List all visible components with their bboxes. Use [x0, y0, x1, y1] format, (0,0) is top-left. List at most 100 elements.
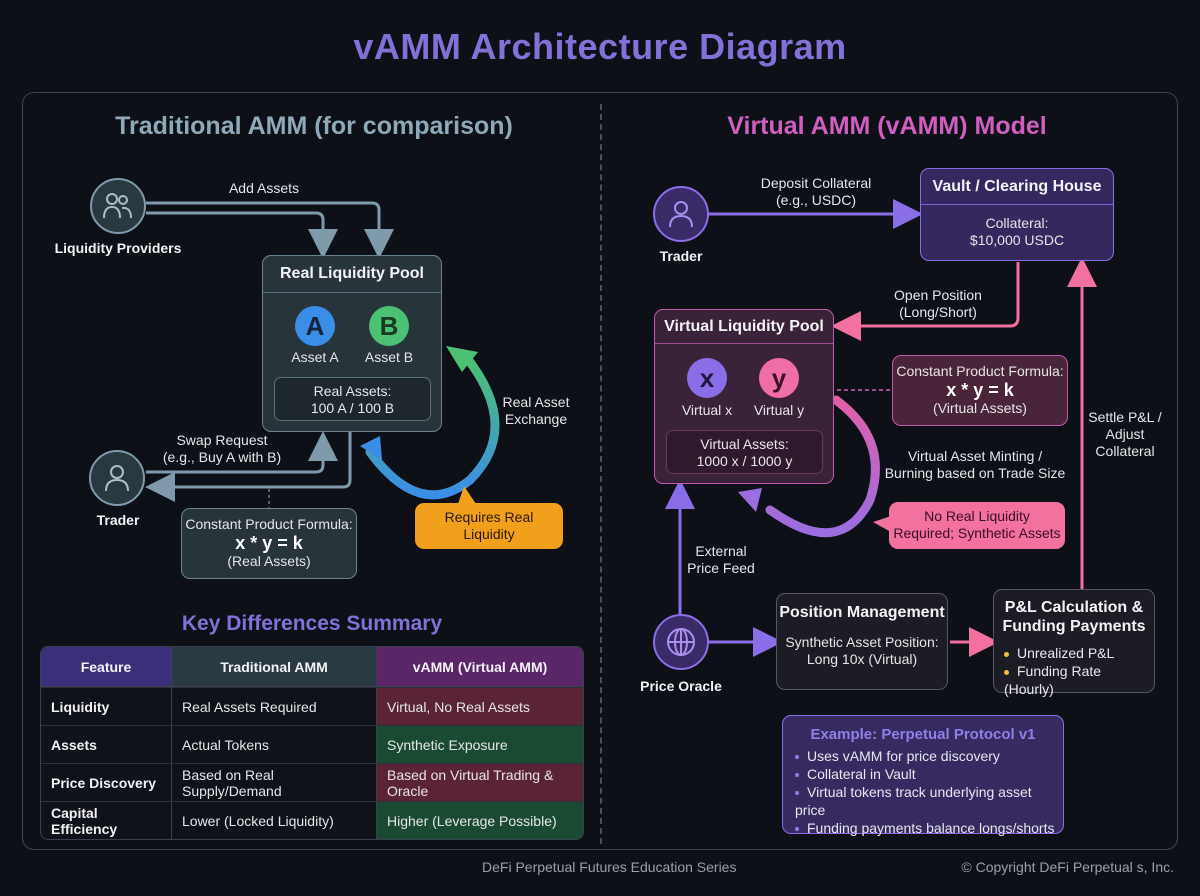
- header-feature: Feature: [41, 647, 171, 687]
- price-oracle-label: Price Oracle: [640, 678, 722, 694]
- mint-arrowhead: [738, 488, 762, 512]
- feature-cell: Capital Efficiency: [41, 801, 171, 839]
- vamm-cell: Higher (Leverage Possible): [376, 801, 583, 839]
- virtual-liquidity-pool[interactable]: Virtual Liquidity Pool x y Virtual x Vir…: [654, 309, 834, 484]
- example-item: Virtual tokens track underlying asset pr…: [795, 784, 1032, 818]
- feature-cell: Assets: [41, 725, 171, 763]
- table-row: Capital Efficiency Lower (Locked Liquidi…: [41, 801, 583, 839]
- virtual-reserves: Virtual Assets: 1000 x / 1000 y: [666, 430, 823, 474]
- table-row: Price Discovery Based on Real Supply/Dem…: [41, 763, 583, 801]
- mint-burn-arrow: [765, 395, 880, 538]
- real-reserves-value: 100 A / 100 B: [310, 400, 395, 416]
- real-asset-exchange-arrow: [365, 357, 500, 500]
- bullet-icon: [795, 755, 799, 760]
- bullet-icon: [795, 791, 799, 796]
- pnl-items: Unrealized P&L Funding Rate (Hourly): [1004, 644, 1154, 698]
- header-vamm: vAMM (Virtual AMM): [376, 647, 583, 687]
- position-detail-heading: Synthetic Asset Position:: [785, 634, 939, 650]
- vault-clearing-house[interactable]: Vault / Clearing House Collateral: $10,0…: [920, 168, 1114, 261]
- pnl-item: Unrealized P&L: [1004, 644, 1154, 662]
- traditional-cell: Real Assets Required: [171, 687, 376, 725]
- position-management-box[interactable]: Position Management Synthetic Asset Posi…: [776, 593, 948, 690]
- settle-pnl-label: Settle P&L / Adjust Collateral: [1088, 409, 1162, 459]
- table-header-row: Feature Traditional AMM vAMM (Virtual AM…: [41, 647, 583, 687]
- traditional-trader-label: Trader: [96, 512, 140, 528]
- pnl-funding-box[interactable]: P&L Calculation & Funding Payments Unrea…: [993, 589, 1155, 697]
- table-row: Liquidity Real Assets Required Virtual, …: [41, 687, 583, 725]
- real-pool-title: Real Liquidity Pool: [263, 256, 441, 293]
- bullet-icon: [795, 827, 799, 832]
- vault-title: Vault / Clearing House: [921, 169, 1113, 205]
- diagram-title: vAMM Architecture Diagram: [353, 26, 847, 67]
- virtual-reserves-value: 1000 x / 1000 y: [696, 453, 793, 469]
- globe-icon: [667, 628, 695, 656]
- callout-pointer-pink: [873, 516, 891, 532]
- user-icon: [669, 201, 693, 228]
- minting-burning-label: Virtual Asset Minting / Burning based on…: [884, 448, 1066, 481]
- real-formula-equation: x * y = k: [235, 533, 303, 553]
- feature-cell: Price Discovery: [41, 763, 171, 801]
- deposit-collateral-label: Deposit Collateral (e.g., USDC): [760, 175, 872, 208]
- real-liquidity-pool[interactable]: Real Liquidity Pool A B Asset A Asset B …: [262, 255, 442, 432]
- position-detail-value: Long 10x (Virtual): [806, 651, 918, 667]
- vault-collateral-heading: Collateral:: [985, 215, 1049, 231]
- virtual-formula-equation: x * y = k: [946, 380, 1014, 400]
- bullet-icon: [1004, 669, 1009, 675]
- virtual-pool-title: Virtual Liquidity Pool: [655, 310, 833, 344]
- exchange-arrowhead-blue: [360, 436, 382, 460]
- price-oracle-node[interactable]: [653, 614, 709, 670]
- diagram-frame: [22, 92, 1178, 850]
- bullet-icon: [795, 773, 799, 778]
- swap-arrows: [145, 431, 352, 510]
- virtual-section-title: Virtual AMM (vAMM) Model: [727, 112, 1047, 140]
- differences-table: Feature Traditional AMM vAMM (Virtual AM…: [40, 646, 584, 840]
- open-position-label: Open Position (Long/Short): [894, 287, 982, 320]
- example-item: Uses vAMM for price discovery: [795, 747, 1063, 765]
- liquidity-providers-label: Liquidity Providers: [54, 240, 182, 256]
- requires-real-liquidity-callout: Requires Real Liquidity: [415, 503, 563, 549]
- token-x: x: [687, 358, 727, 398]
- asset-a-label: Asset A: [291, 349, 339, 365]
- liquidity-providers-node[interactable]: [90, 178, 146, 234]
- example-box: Example: Perpetual Protocol v1 Uses vAMM…: [782, 715, 1064, 837]
- header-traditional: Traditional AMM: [171, 647, 376, 687]
- example-item: Funding payments balance longs/shorts: [795, 819, 1063, 837]
- virtual-reserves-heading: Virtual Assets:: [700, 436, 789, 452]
- traditional-cell: Lower (Locked Liquidity): [171, 801, 376, 839]
- asset-b-token: B: [369, 306, 409, 346]
- no-real-liquidity-callout: No Real Liquidity Required; Synthetic As…: [889, 502, 1065, 549]
- real-reserves: Real Assets: 100 A / 100 B: [274, 377, 431, 421]
- users-icon: [103, 193, 132, 219]
- vamm-cell: Virtual, No Real Assets: [376, 687, 583, 725]
- token-y-label: Virtual y: [753, 402, 805, 418]
- real-asset-exchange-label: Real Asset Exchange: [502, 394, 570, 427]
- token-y: y: [759, 358, 799, 398]
- pnl-item: Funding Rate (Hourly): [1004, 663, 1102, 697]
- real-reserves-heading: Real Assets:: [313, 383, 392, 399]
- user-icon: [105, 465, 129, 492]
- virtual-trader-label: Trader: [659, 248, 703, 264]
- traditional-section-title: Traditional AMM (for comparison): [115, 112, 513, 140]
- example-title: Example: Perpetual Protocol v1: [810, 726, 1036, 743]
- asset-a-token: A: [295, 306, 335, 346]
- traditional-cell: Based on Real Supply/Demand: [171, 763, 376, 801]
- real-formula-heading: Constant Product Formula:: [185, 516, 353, 532]
- summary-title: Key Differences Summary: [181, 612, 443, 635]
- virtual-formula-heading: Constant Product Formula:: [896, 363, 1064, 379]
- virtual-trader-node[interactable]: [653, 186, 709, 242]
- real-formula-box: Constant Product Formula: x * y = k (Rea…: [181, 508, 357, 579]
- external-price-feed-label: External Price Feed: [687, 543, 755, 576]
- section-divider: [600, 104, 602, 844]
- vault-collateral-value: $10,000 USDC: [969, 232, 1065, 248]
- footer-copyright: © Copyright DeFi Perpetual s, Inc.: [961, 859, 1174, 875]
- add-assets-label: Add Assets: [228, 180, 300, 196]
- exchange-arrowhead-green: [446, 346, 478, 372]
- vamm-cell: Based on Virtual Trading & Oracle: [376, 763, 583, 801]
- traditional-trader-node[interactable]: [89, 450, 145, 506]
- virtual-formula-box: Constant Product Formula: x * y = k (Vir…: [892, 355, 1068, 426]
- token-x-label: Virtual x: [681, 402, 733, 418]
- bullet-icon: [1004, 651, 1009, 657]
- swap-request-label: Swap Request (e.g., Buy A with B): [162, 432, 282, 465]
- real-formula-note: (Real Assets): [227, 553, 311, 569]
